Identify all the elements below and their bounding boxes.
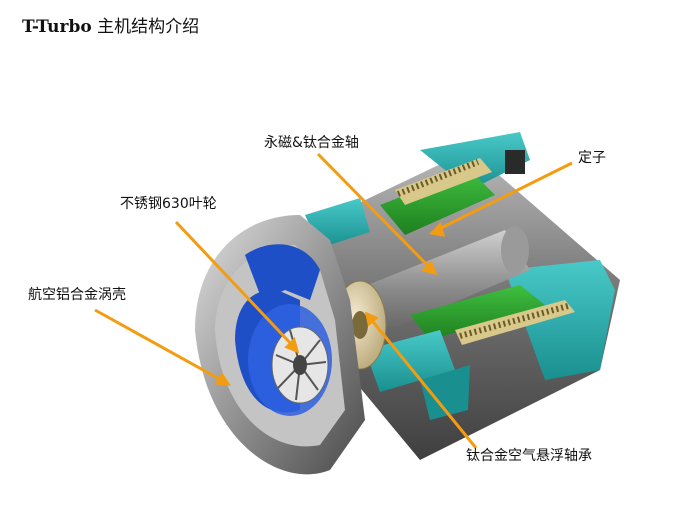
impeller <box>272 327 328 403</box>
label-volute: 航空铝合金涡壳 <box>28 287 126 303</box>
label-bearing: 钛合金空气悬浮轴承 <box>466 448 592 464</box>
label-impeller: 不锈钢630叶轮 <box>120 196 217 212</box>
label-shaft: 永磁&钛合金轴 <box>264 135 359 151</box>
label-stator: 定子 <box>578 150 606 166</box>
